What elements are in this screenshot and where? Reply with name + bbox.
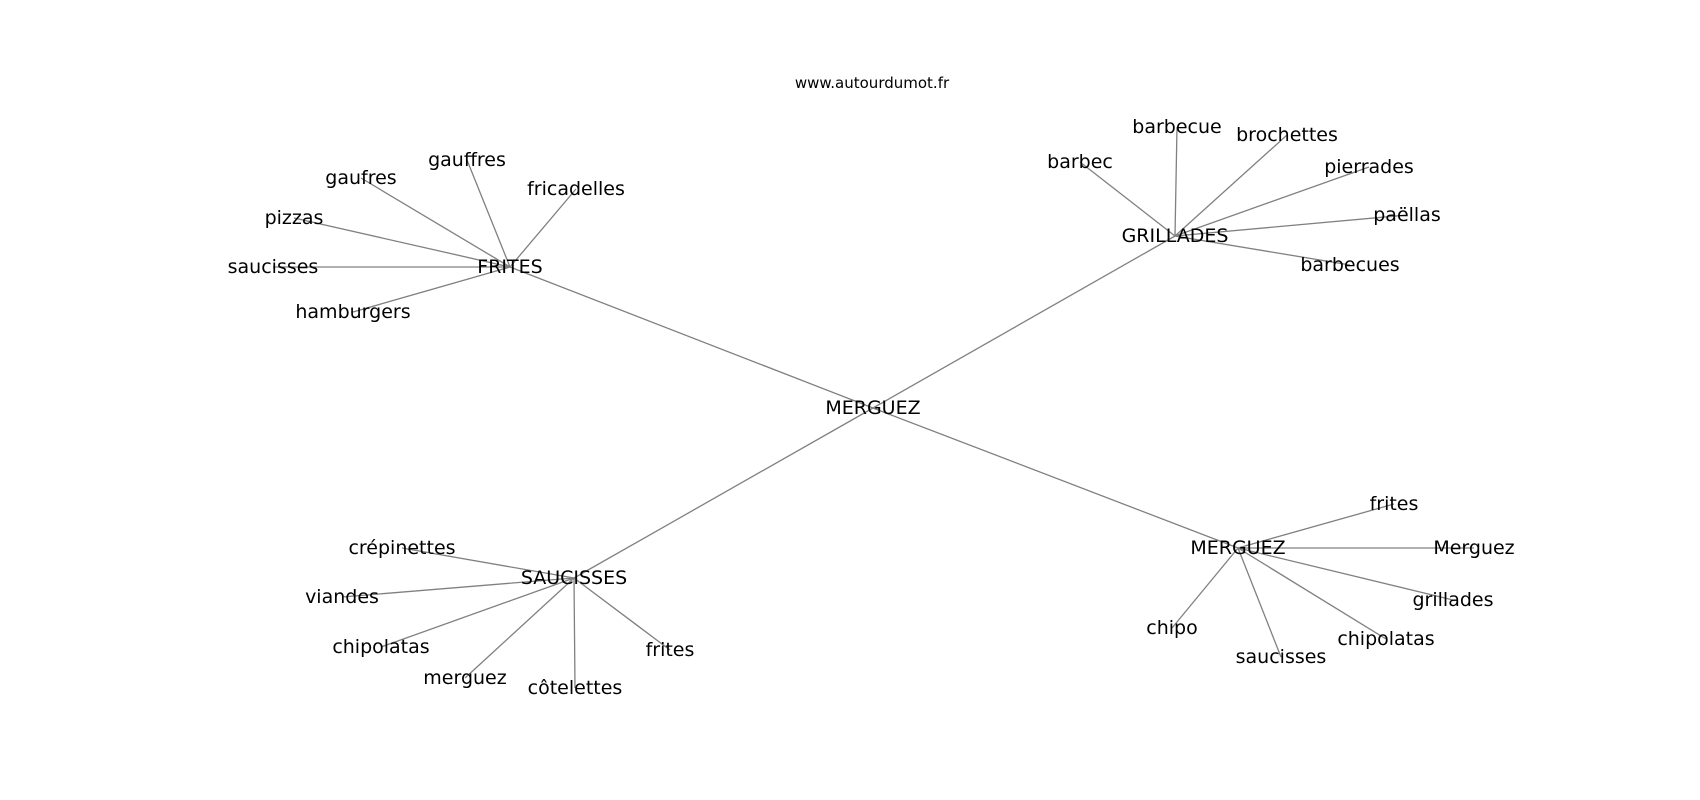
- leaf-node-label[interactable]: gaufres: [325, 167, 396, 189]
- source-site-label: www.autourdumot.fr: [795, 74, 950, 92]
- edge-cluster-to-leaf: [352, 266, 511, 313]
- cluster-node-label[interactable]: GRILLADES: [1122, 225, 1229, 247]
- edge-cluster-to-leaf: [464, 577, 575, 679]
- edge-cluster-to-leaf: [466, 159, 511, 268]
- edge-cluster-to-leaf: [1174, 126, 1178, 237]
- leaf-node-label[interactable]: barbec: [1047, 151, 1113, 173]
- leaf-node-label[interactable]: hamburgers: [295, 301, 410, 323]
- leaf-node-label[interactable]: pierrades: [1324, 156, 1414, 178]
- cluster-node-label[interactable]: SAUCISSES: [521, 567, 627, 589]
- leaf-node-label[interactable]: chipolatas: [332, 636, 429, 658]
- leaf-node-label[interactable]: barbecues: [1300, 254, 1399, 276]
- leaf-node-label[interactable]: fricadelles: [527, 178, 625, 200]
- leaf-node-label[interactable]: crépinettes: [348, 537, 455, 559]
- edge-center-to-cluster: [509, 266, 874, 409]
- edge-cluster-to-leaf: [1079, 161, 1176, 237]
- leaf-node-label[interactable]: paëllas: [1373, 204, 1441, 226]
- edge-center-to-cluster: [872, 407, 1239, 549]
- edge-cluster-to-leaf: [1171, 547, 1239, 629]
- edge-cluster-to-leaf: [1174, 166, 1370, 237]
- leaf-node-label[interactable]: pizzas: [265, 207, 324, 229]
- edge-cluster-to-leaf: [1237, 503, 1395, 549]
- edge-cluster-to-leaf: [1237, 547, 1454, 601]
- cluster-node-label[interactable]: MERGUEZ: [1190, 537, 1285, 559]
- leaf-node-label[interactable]: frites: [1370, 493, 1419, 515]
- leaf-node-label[interactable]: viandes: [305, 586, 379, 608]
- labels-layer: www.autourdumot.fr MERGUEZ FRITES fricadel…: [228, 74, 1515, 699]
- leaf-node-label[interactable]: merguez: [423, 667, 506, 689]
- leaf-node-label[interactable]: saucisses: [228, 256, 319, 278]
- leaf-node-label[interactable]: chipo: [1146, 617, 1197, 639]
- edges-layer: [273, 126, 1474, 689]
- edge-cluster-to-leaf: [360, 177, 511, 268]
- leaf-node-label[interactable]: grillades: [1412, 589, 1493, 611]
- edge-cluster-to-leaf: [1174, 214, 1408, 237]
- edge-cluster-to-leaf: [573, 577, 671, 651]
- edge-cluster-to-leaf: [341, 577, 575, 598]
- leaf-node-label[interactable]: chipolatas: [1337, 628, 1434, 650]
- edge-cluster-to-leaf: [509, 188, 577, 268]
- leaf-node-label[interactable]: Merguez: [1433, 537, 1514, 559]
- edge-cluster-to-leaf: [1237, 547, 1387, 640]
- leaf-node-label[interactable]: frites: [646, 639, 695, 661]
- leaf-node-label[interactable]: barbecue: [1132, 116, 1221, 138]
- edge-cluster-to-leaf: [573, 577, 576, 689]
- leaf-node-label[interactable]: saucisses: [1236, 646, 1327, 668]
- edge-cluster-to-leaf: [380, 577, 575, 648]
- edge-cluster-to-leaf: [401, 547, 575, 579]
- leaf-node-label[interactable]: brochettes: [1236, 124, 1338, 146]
- edge-cluster-to-leaf: [1174, 235, 1351, 266]
- leaf-node-label[interactable]: côtelettes: [528, 677, 623, 699]
- edge-center-to-cluster: [573, 407, 874, 579]
- leaf-node-label[interactable]: gauffres: [428, 149, 506, 171]
- cluster-node-label[interactable]: FRITES: [477, 256, 542, 278]
- edge-cluster-to-leaf: [1237, 547, 1282, 658]
- edge-cluster-to-leaf: [1174, 134, 1288, 237]
- center-node-label[interactable]: MERGUEZ: [825, 397, 920, 419]
- edge-center-to-cluster: [872, 235, 1176, 409]
- edge-cluster-to-leaf: [293, 217, 511, 268]
